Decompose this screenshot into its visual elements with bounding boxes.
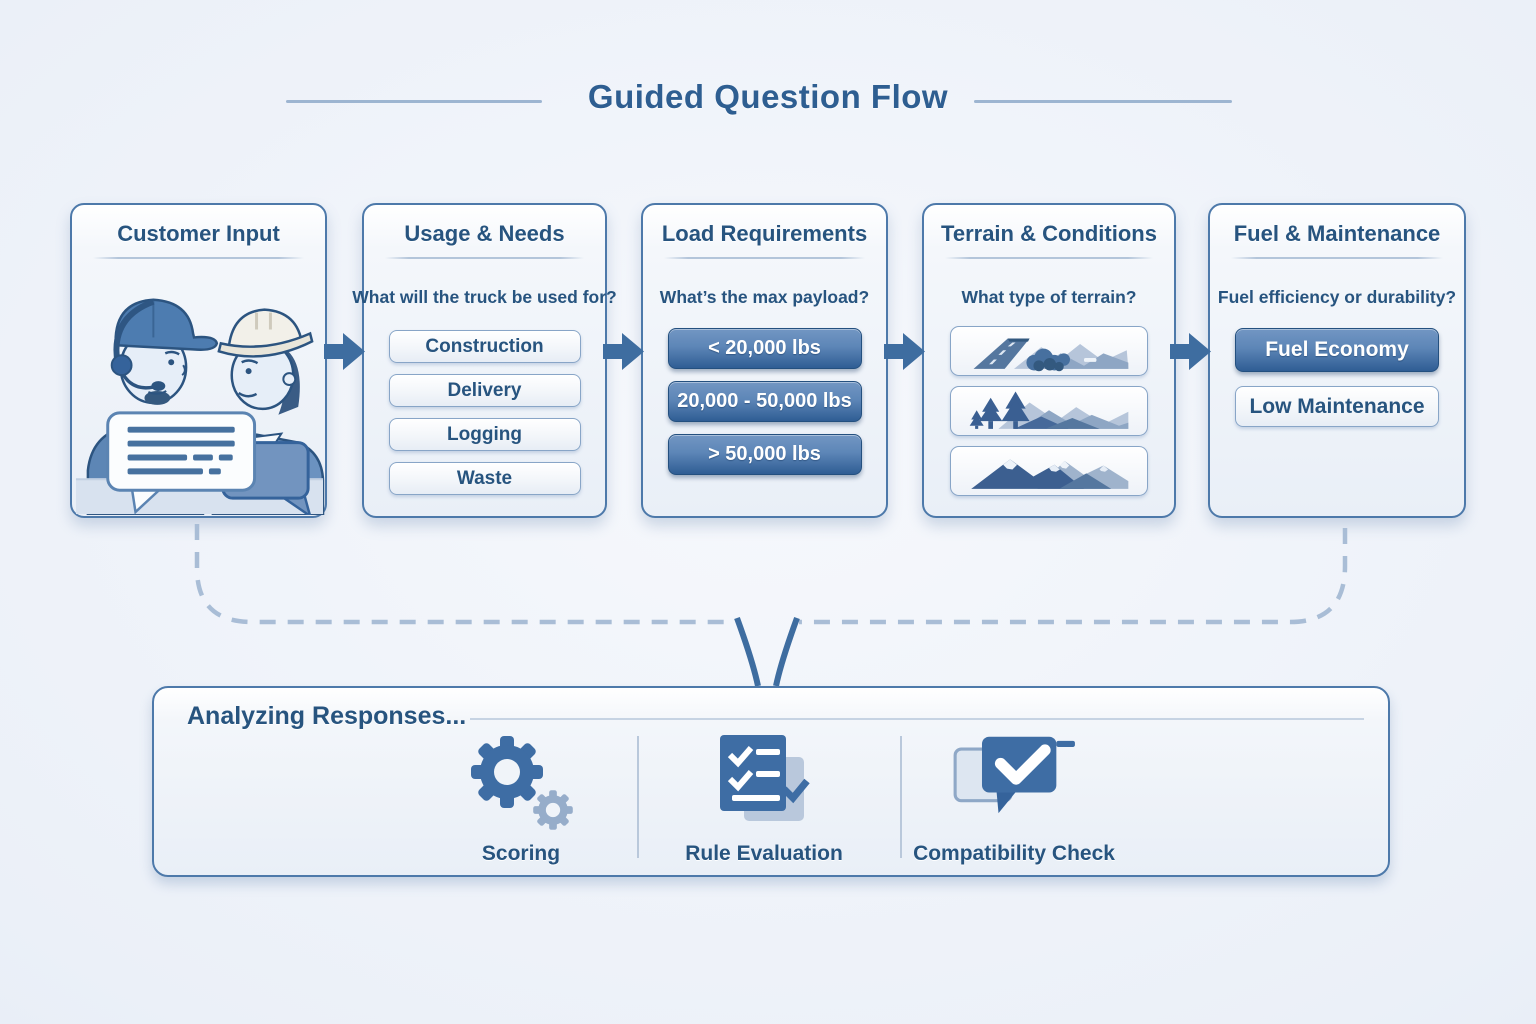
gears-icon bbox=[471, 736, 573, 830]
card-terrain-conditions: Terrain & Conditions What type of terrai… bbox=[922, 203, 1176, 518]
option-over-50000-button[interactable]: > 50,000 lbs bbox=[667, 434, 862, 475]
page-title: Guided Question Flow bbox=[587, 78, 949, 115]
analysis-title: Analyzing Responses... bbox=[187, 702, 467, 730]
step-label: Rule Evaluation bbox=[685, 842, 843, 865]
terrain-option-highway[interactable] bbox=[950, 326, 1148, 376]
analysis-step-scoring: Scoring bbox=[426, 732, 616, 866]
highway-road-image bbox=[973, 338, 1129, 372]
page-header: Guided Question Flow bbox=[0, 78, 1536, 126]
option-20000-50000-button[interactable]: 20,000 - 50,000 lbs bbox=[667, 381, 862, 422]
analysis-panel: Analyzing Responses... bbox=[152, 686, 1390, 877]
option-logging-button[interactable]: Logging bbox=[388, 418, 581, 451]
options-list: Fuel Economy Low Maintenance bbox=[1235, 328, 1439, 427]
card-title: Fuel & Maintenance bbox=[1233, 221, 1441, 246]
devices-check-icon bbox=[953, 736, 1075, 814]
title-rule-left bbox=[286, 100, 542, 103]
option-low-maintenance-button[interactable]: Low Maintenance bbox=[1235, 386, 1439, 427]
card-title-divider bbox=[945, 257, 1153, 259]
mountain-peaks-image bbox=[971, 459, 1129, 489]
flow-arrow-icon bbox=[1170, 333, 1211, 370]
card-customer-input: Customer Input bbox=[70, 203, 327, 518]
options-list: Construction Delivery Logging Waste bbox=[388, 330, 581, 495]
options-list: < 20,000 lbs 20,000 - 50,000 lbs > 50,00… bbox=[667, 328, 862, 475]
step-label: Scoring bbox=[481, 842, 561, 865]
card-title-divider bbox=[1231, 257, 1443, 259]
analysis-title-rule bbox=[470, 718, 1364, 720]
question-text: What’s the max payload? bbox=[659, 287, 870, 307]
options-list bbox=[950, 326, 1148, 496]
question-text: What type of terrain? bbox=[961, 287, 1137, 307]
flow-arrow-icon bbox=[324, 333, 365, 370]
card-title: Customer Input bbox=[117, 221, 280, 246]
card-title-divider bbox=[93, 257, 304, 259]
card-title: Terrain & Conditions bbox=[941, 221, 1157, 246]
conversation-illustration bbox=[75, 298, 325, 515]
card-title-divider bbox=[664, 257, 865, 259]
checklist-icon bbox=[720, 735, 810, 821]
card-fuel-maintenance: Fuel & Maintenance Fuel efficiency or du… bbox=[1208, 203, 1466, 518]
terrain-option-forest[interactable] bbox=[950, 386, 1148, 436]
option-fuel-economy-button[interactable]: Fuel Economy bbox=[1235, 328, 1439, 372]
terrain-option-mountains[interactable] bbox=[950, 446, 1148, 496]
analysis-step-rule-evaluation: Rule Evaluation bbox=[666, 732, 862, 866]
option-under-20000-button[interactable]: < 20,000 lbs bbox=[667, 328, 862, 369]
flow-arrow-icon bbox=[884, 333, 925, 370]
forest-trees-image bbox=[969, 391, 1129, 429]
question-text: What will the truck be used for? bbox=[352, 287, 617, 307]
option-waste-button[interactable]: Waste bbox=[388, 462, 581, 495]
card-usage-needs: Usage & Needs What will the truck be use… bbox=[352, 203, 617, 518]
title-rule-right bbox=[974, 100, 1232, 103]
flow-arrow-icon bbox=[603, 333, 644, 370]
question-text: Fuel efficiency or durability? bbox=[1217, 287, 1457, 307]
step-label: Compatibility Check bbox=[913, 842, 1115, 865]
option-construction-button[interactable]: Construction bbox=[388, 330, 581, 363]
card-load-requirements: Load Requirements What’s the max payload… bbox=[641, 203, 888, 518]
panel-divider bbox=[900, 736, 902, 858]
option-delivery-button[interactable]: Delivery bbox=[388, 374, 581, 407]
analysis-step-compatibility-check: Compatibility Check bbox=[891, 732, 1137, 866]
card-title-divider bbox=[385, 257, 584, 259]
panel-divider bbox=[637, 736, 639, 858]
card-title: Usage & Needs bbox=[404, 221, 565, 246]
card-title: Load Requirements bbox=[661, 221, 868, 246]
